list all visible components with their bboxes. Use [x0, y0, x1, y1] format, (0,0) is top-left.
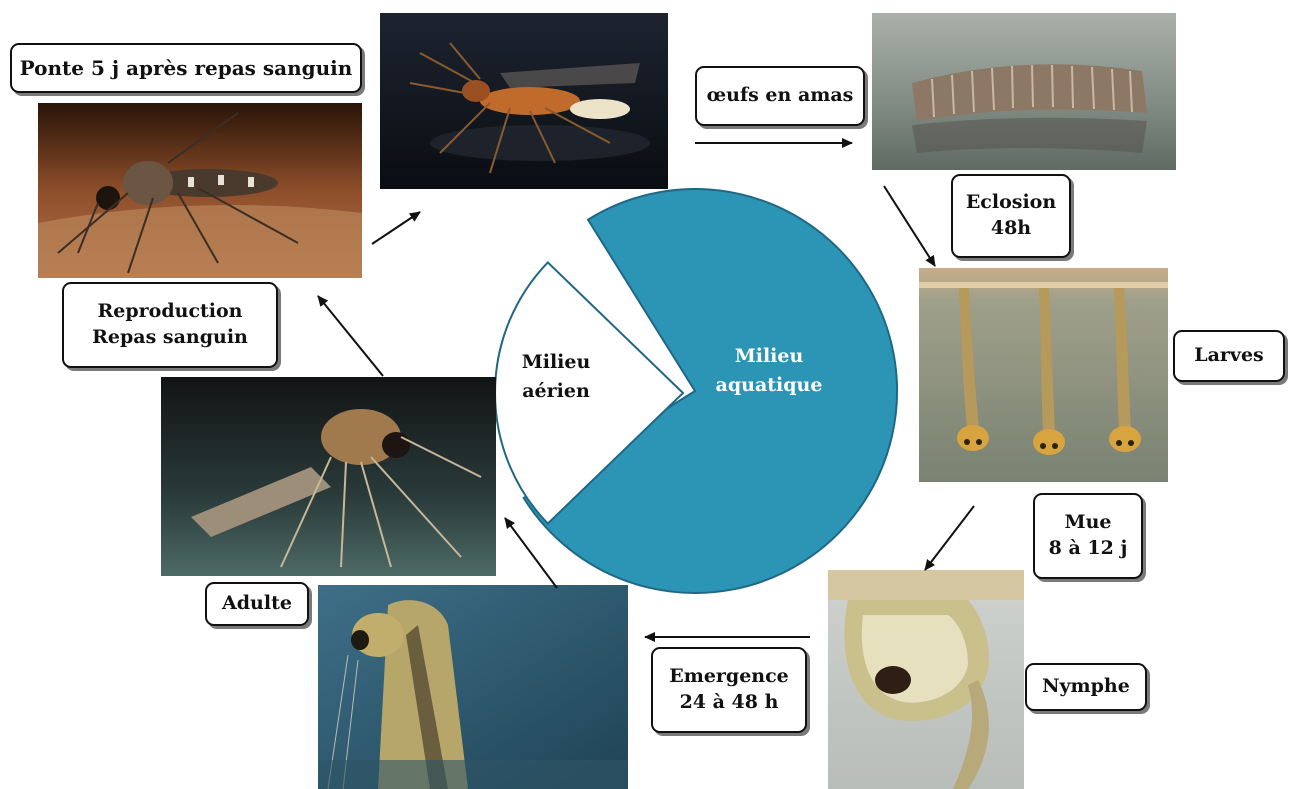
label-nymphe: Nymphe: [1025, 663, 1147, 711]
arrow-larvae-to-pupa: [925, 506, 974, 570]
label-adulte: Adulte: [205, 582, 309, 626]
air-label-line-1: Milieu: [512, 348, 600, 377]
label-mue: Mue 8 à 12 j: [1033, 493, 1143, 579]
emerging-adult-photo: [318, 585, 628, 789]
label-eclosion-line-1: Eclosion: [966, 190, 1056, 216]
label-emergence-line-2: 24 à 48 h: [680, 690, 779, 716]
label-eclosion: Eclosion 48h: [951, 174, 1071, 258]
adult-mosquito-photo: [161, 377, 496, 576]
arrow-feeding-to-laying: [372, 212, 420, 244]
water-habitat-label: Milieu aquatique: [704, 342, 834, 401]
air-habitat-label: Milieu aérien: [512, 348, 600, 407]
air-label-line-2: aérien: [512, 377, 600, 406]
label-reproduction-line-1: Reproduction: [98, 299, 243, 325]
water-label-line-2: aquatique: [704, 371, 834, 400]
gravid-mosquito-photo: [380, 13, 668, 189]
blood-feeding-mosquito-photo: [38, 103, 362, 278]
pupa-photo: [828, 570, 1024, 789]
label-ponte-line-1: Ponte 5 j après repas sanguin: [20, 55, 353, 82]
label-mue-line-2: 8 à 12 j: [1049, 536, 1128, 562]
label-oeufs: œufs en amas: [695, 66, 865, 126]
label-adulte-line-1: Adulte: [222, 591, 292, 617]
egg-raft-photo: [872, 13, 1176, 170]
label-ponte: Ponte 5 j après repas sanguin: [10, 43, 362, 93]
label-larves-line-1: Larves: [1194, 343, 1264, 369]
label-reproduction-line-2: Repas sanguin: [92, 325, 248, 351]
larvae-photo: [919, 268, 1168, 482]
label-oeufs-line-1: œufs en amas: [707, 83, 854, 109]
label-emergence-line-1: Emergence: [669, 664, 789, 690]
label-emergence: Emergence 24 à 48 h: [651, 647, 807, 733]
label-nymphe-line-1: Nymphe: [1042, 674, 1130, 700]
arrow-adult-to-reproduction: [318, 296, 383, 376]
label-reproduction: Reproduction Repas sanguin: [62, 282, 278, 368]
water-label-line-1: Milieu: [704, 342, 834, 371]
label-eclosion-line-2: 48h: [991, 216, 1031, 242]
label-mue-line-1: Mue: [1065, 510, 1112, 536]
label-larves: Larves: [1173, 330, 1285, 382]
